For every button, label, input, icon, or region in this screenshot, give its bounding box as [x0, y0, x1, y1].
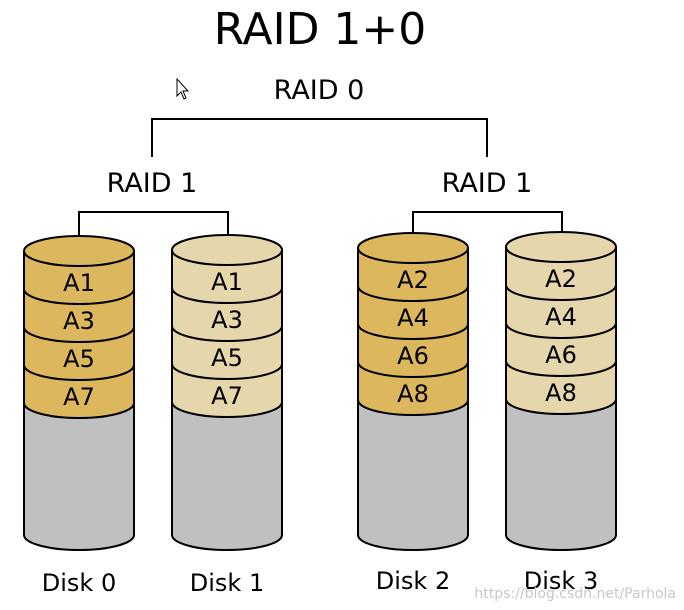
disk-2-free-space [357, 399, 469, 551]
raid1-label-left: RAID 1 [107, 168, 198, 199]
disk-3-name: Disk 3 [524, 567, 598, 595]
raid1-label-right: RAID 1 [442, 168, 533, 199]
disk-2-top [357, 232, 469, 264]
disk-3-block-3-label: A8 [545, 379, 577, 407]
disk-3-block-0-label: A2 [545, 265, 577, 293]
disk-0-top [23, 235, 135, 267]
disk-2-block-0-label: A2 [397, 266, 429, 294]
disk-1-free-space [171, 401, 283, 551]
disk-1-block-2-label: A5 [211, 344, 243, 372]
diagram-title: RAID 1+0 [214, 4, 427, 55]
disk-3-top [505, 231, 617, 263]
raid1-connector-right [412, 211, 563, 248]
disk-0-free-space [23, 402, 135, 551]
disk-0-block-0-label: A1 [63, 269, 95, 297]
disk-2-block-3-label: A8 [397, 380, 429, 408]
disk-3-block-2-label: A6 [545, 341, 577, 369]
disk-0-block-3-label: A7 [63, 383, 95, 411]
disk-0-block-1-label: A3 [63, 307, 95, 335]
disk-3-block-1-label: A4 [545, 303, 577, 331]
watermark: https://blog.csdn.net/Parhola [474, 586, 676, 602]
disk-3-free-space [505, 398, 617, 551]
disk-2-block-1-label: A4 [397, 304, 429, 332]
disk-0-block-2-label: A5 [63, 345, 95, 373]
raid0-connector [151, 118, 488, 157]
disk-1-block-1-label: A3 [211, 306, 243, 334]
disk-0-name: Disk 0 [42, 569, 116, 597]
raid1-connector-left [78, 211, 229, 248]
mouse-pointer-icon [176, 77, 190, 100]
disk-1-block-3-label: A7 [211, 382, 243, 410]
disk-2-block-2-label: A6 [397, 342, 429, 370]
disk-2-name: Disk 2 [376, 567, 450, 595]
disk-1-name: Disk 1 [190, 569, 264, 597]
raid0-label: RAID 0 [274, 75, 365, 106]
disk-1-top [171, 234, 283, 266]
disk-1-block-0-label: A1 [211, 268, 243, 296]
